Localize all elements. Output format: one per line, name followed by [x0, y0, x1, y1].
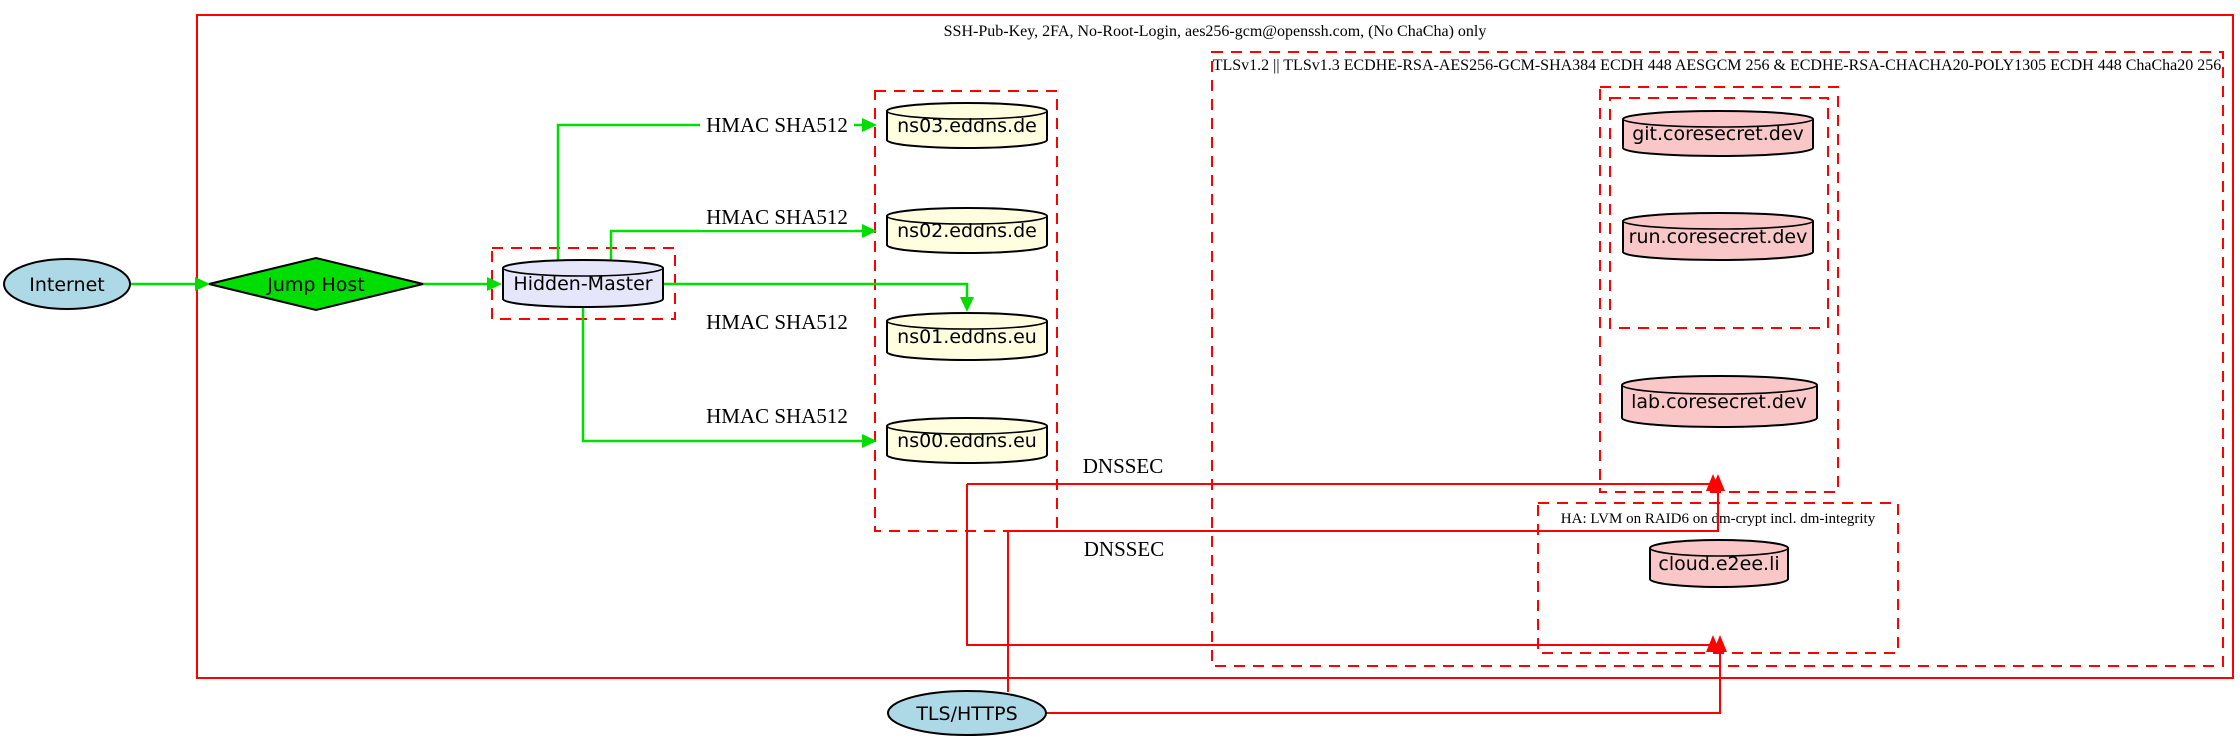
edge-label-dnssec-1: DNSSEC: [1083, 454, 1164, 478]
svg-text:TLS/HTTPS: TLS/HTTPS: [915, 703, 1017, 725]
svg-text:HMAC SHA512: HMAC SHA512: [706, 404, 848, 428]
edge-label-hmac-1: HMAC SHA512: [700, 112, 854, 138]
edge-dnssec-to-coresecret: [967, 474, 1720, 491]
node-ns00: ns00.eddns.eu: [886, 417, 1048, 464]
edge-label-hmac-2: HMAC SHA512: [700, 204, 854, 230]
node-internet: Internet: [3, 258, 131, 310]
svg-text:HMAC SHA512: HMAC SHA512: [706, 310, 848, 334]
svg-text:lab.coresecret.dev: lab.coresecret.dev: [1631, 391, 1807, 413]
node-git-coresecret: git.coresecret.dev: [1622, 110, 1814, 157]
edge-tls-to-coresecret: [1007, 474, 1725, 692]
edge-hiddenmaster-to-ns00: [581, 305, 877, 448]
ssh-cluster-box: [196, 14, 2234, 679]
edge-hiddenmaster-to-ns03: [556, 118, 877, 263]
edge-hiddenmaster-to-ns01: [663, 282, 974, 312]
node-tls-https: TLS/HTTPS: [887, 690, 1047, 736]
edge-dnssec-to-ha: [966, 484, 1720, 652]
svg-text:ns01.eddns.eu: ns01.eddns.eu: [897, 326, 1037, 348]
node-hidden-master: Hidden-Master: [502, 259, 664, 308]
edge-label-dnssec-2: DNSSEC: [1084, 537, 1165, 561]
node-ns02: ns02.eddns.de: [886, 207, 1048, 254]
node-cloud-e2ee: cloud.e2ee.li: [1649, 539, 1789, 588]
edge-label-hmac-4: HMAC SHA512: [700, 403, 854, 429]
svg-text:Internet: Internet: [29, 274, 104, 296]
svg-text:ns00.eddns.eu: ns00.eddns.eu: [897, 430, 1037, 452]
svg-text:HMAC SHA512: HMAC SHA512: [706, 205, 848, 229]
edge-jumphost-to-hiddenmaster: [423, 277, 502, 291]
node-lab-coresecret: lab.coresecret.dev: [1621, 375, 1818, 428]
svg-text:HMAC SHA512: HMAC SHA512: [706, 113, 848, 137]
svg-text:ns03.eddns.de: ns03.eddns.de: [897, 115, 1037, 137]
edge-hiddenmaster-to-ns02: [609, 224, 877, 263]
ssh-cluster-label: SSH-Pub-Key, 2FA, No-Root-Login, aes256-…: [944, 23, 1487, 40]
edge-label-hmac-3: HMAC SHA512: [700, 309, 854, 335]
tls-cluster-label: TLSv1.2 || TLSv1.3 ECDHE-RSA-AES256-GCM-…: [1213, 57, 2222, 74]
svg-text:git.coresecret.dev: git.coresecret.dev: [1632, 123, 1804, 145]
svg-text:cloud.e2ee.li: cloud.e2ee.li: [1658, 553, 1779, 575]
node-ns03: ns03.eddns.de: [886, 102, 1048, 149]
node-jump-host: Jump Host: [208, 256, 424, 312]
node-ns01: ns01.eddns.eu: [886, 312, 1048, 361]
svg-text:ns02.eddns.de: ns02.eddns.de: [897, 220, 1037, 242]
coresecret-inner-cluster-box: [1609, 97, 1829, 329]
eddns-cluster-box: [874, 90, 1058, 532]
tls-cluster-box: [1211, 51, 2224, 667]
edge-internet-to-jumphost: [130, 277, 210, 291]
svg-text:run.coresecret.dev: run.coresecret.dev: [1629, 226, 1808, 248]
svg-text:Hidden-Master: Hidden-Master: [513, 273, 652, 295]
edge-tls-to-ha: [1046, 635, 1727, 714]
svg-text:Jump Host: Jump Host: [266, 274, 365, 296]
node-run-coresecret: run.coresecret.dev: [1622, 212, 1814, 261]
